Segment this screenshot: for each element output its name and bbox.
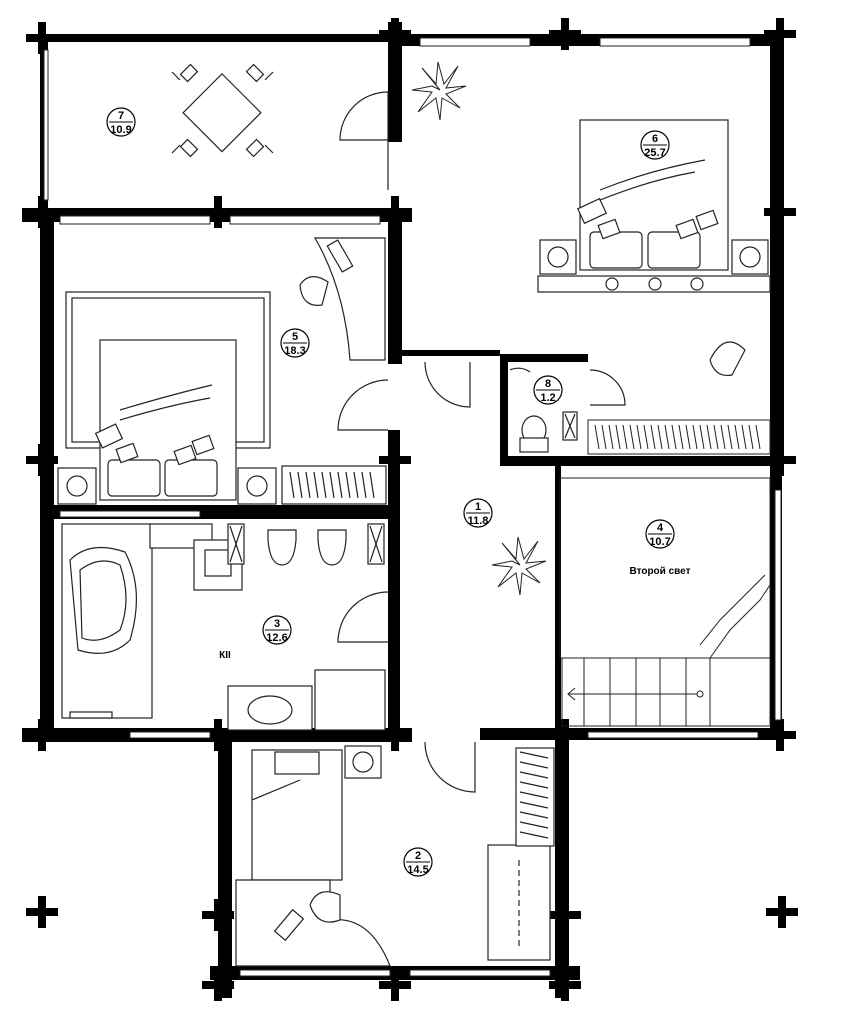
second-light-note: Второй свет xyxy=(629,566,690,577)
room-number: 1 xyxy=(475,501,481,513)
desk-room-5 xyxy=(299,237,386,361)
room-number: 2 xyxy=(415,850,421,862)
room-label-6: 6 25.7 xyxy=(640,130,670,160)
room-label-8: 8 1.2 xyxy=(533,375,563,405)
room-area: 10.7 xyxy=(649,536,670,548)
wc-room-8-fixtures xyxy=(519,411,578,453)
plant-icon xyxy=(491,536,547,596)
room-area: 10.9 xyxy=(110,124,131,136)
bathroom-tag: КII xyxy=(219,650,231,661)
bed-room-5 xyxy=(57,291,387,505)
room-number: 8 xyxy=(545,378,551,390)
room-area: 12.6 xyxy=(266,632,287,644)
room-number: 5 xyxy=(292,331,298,343)
doors xyxy=(337,91,626,793)
room-number: 4 xyxy=(657,522,664,534)
room-label-3: 3 12.6 xyxy=(262,615,292,645)
room-area: 18.3 xyxy=(284,345,305,357)
bed-room-6 xyxy=(537,119,771,377)
windows xyxy=(43,37,782,977)
room-label-4: 4 10.7 xyxy=(645,519,675,549)
staircase xyxy=(559,477,771,727)
room-label-5: 5 18.3 xyxy=(280,328,310,358)
dining-table xyxy=(171,63,274,158)
room-number: 6 xyxy=(652,133,658,145)
room-number: 3 xyxy=(274,618,280,630)
room-area: 11.8 xyxy=(468,515,489,527)
room-2-furniture xyxy=(235,745,555,967)
room-label-2: 2 14.5 xyxy=(403,847,433,877)
room-label-7: 7 10.9 xyxy=(106,107,136,137)
room-number: 7 xyxy=(118,110,124,122)
room-area: 25.7 xyxy=(644,147,665,159)
room-label-1: 1 11.8 xyxy=(463,498,493,528)
room-area: 14.5 xyxy=(407,864,428,876)
wardrobe-room-6 xyxy=(587,419,771,455)
bathroom-3-fixtures xyxy=(61,523,386,731)
plant-icon xyxy=(411,61,467,121)
room-area: 1.2 xyxy=(540,392,555,404)
